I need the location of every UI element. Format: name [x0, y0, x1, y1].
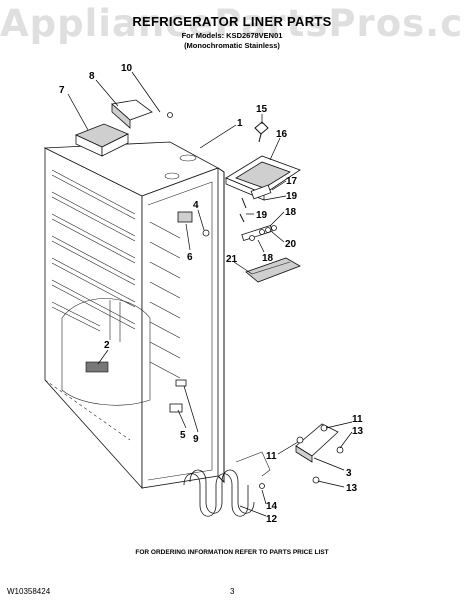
document-number: W10358424: [7, 587, 51, 596]
part-13-screw-lower: [312, 476, 320, 484]
model-line: For Models: KSD2678VEN01: [181, 31, 283, 40]
callout-5: 5: [180, 430, 186, 441]
callout-10: 10: [121, 63, 133, 74]
callout-19a: 19: [286, 191, 298, 202]
part-17-lamp-socket: [250, 184, 272, 200]
part-4-grommet: [202, 229, 210, 237]
callout-4: 4: [193, 200, 199, 211]
callout-11a: 11: [266, 451, 277, 462]
part-13-screw-upper: [336, 446, 344, 454]
callout-2: 2: [104, 340, 110, 351]
callout-labels: 10 8 7 1 15 16 17 19 19 18 20 18 21 4 6 …: [59, 63, 364, 525]
callout-21: 21: [226, 254, 238, 265]
callout-16: 16: [276, 129, 288, 140]
callout-18a: 18: [285, 207, 297, 218]
part-5-piece: [169, 403, 183, 413]
callout-11b: 11: [352, 414, 363, 425]
callout-9: 9: [193, 434, 199, 445]
ordering-note: FOR ORDERING INFORMATION REFER TO PARTS …: [135, 549, 329, 556]
part-11-grommet-left: [296, 436, 304, 444]
part-14-screw: [259, 483, 265, 489]
callout-7: 7: [59, 85, 65, 96]
callout-6: 6: [187, 252, 193, 263]
callout-17: 17: [286, 176, 298, 187]
callout-8: 8: [89, 71, 95, 82]
callout-12: 12: [266, 514, 278, 525]
callout-18b: 18: [262, 253, 274, 264]
part-21-lens: [245, 257, 301, 283]
part-19-screws: [239, 197, 247, 223]
part-15-clip: [254, 121, 269, 143]
callout-15: 15: [256, 104, 268, 115]
callout-13b: 13: [346, 483, 358, 494]
callout-19b: 19: [256, 210, 268, 221]
callout-14: 14: [266, 501, 278, 512]
page-title: REFRIGERATOR LINER PARTS: [132, 14, 332, 29]
part-12-evaporator: [183, 451, 271, 517]
refrigerator-liner: [43, 141, 225, 490]
part-18-bulb-assembly: [241, 225, 277, 241]
part-6-bracket: [177, 211, 193, 223]
callout-13a: 13: [352, 426, 364, 437]
watermark: AppliancePartsPros.com: [0, 2, 464, 45]
page-number: 3: [230, 587, 235, 596]
part-9-piece: [175, 379, 187, 387]
part-8-cover: [111, 99, 153, 129]
part-3-cover: [295, 423, 339, 463]
part-10-screw: [167, 112, 173, 118]
callout-3: 3: [346, 468, 352, 479]
variant-line: (Monochromatic Stainless): [184, 41, 280, 50]
part-2-drain: [85, 361, 109, 373]
part-7-housing: [74, 123, 129, 157]
leader-lines: [67, 71, 353, 517]
callout-20: 20: [285, 239, 297, 250]
callout-1: 1: [237, 118, 243, 129]
